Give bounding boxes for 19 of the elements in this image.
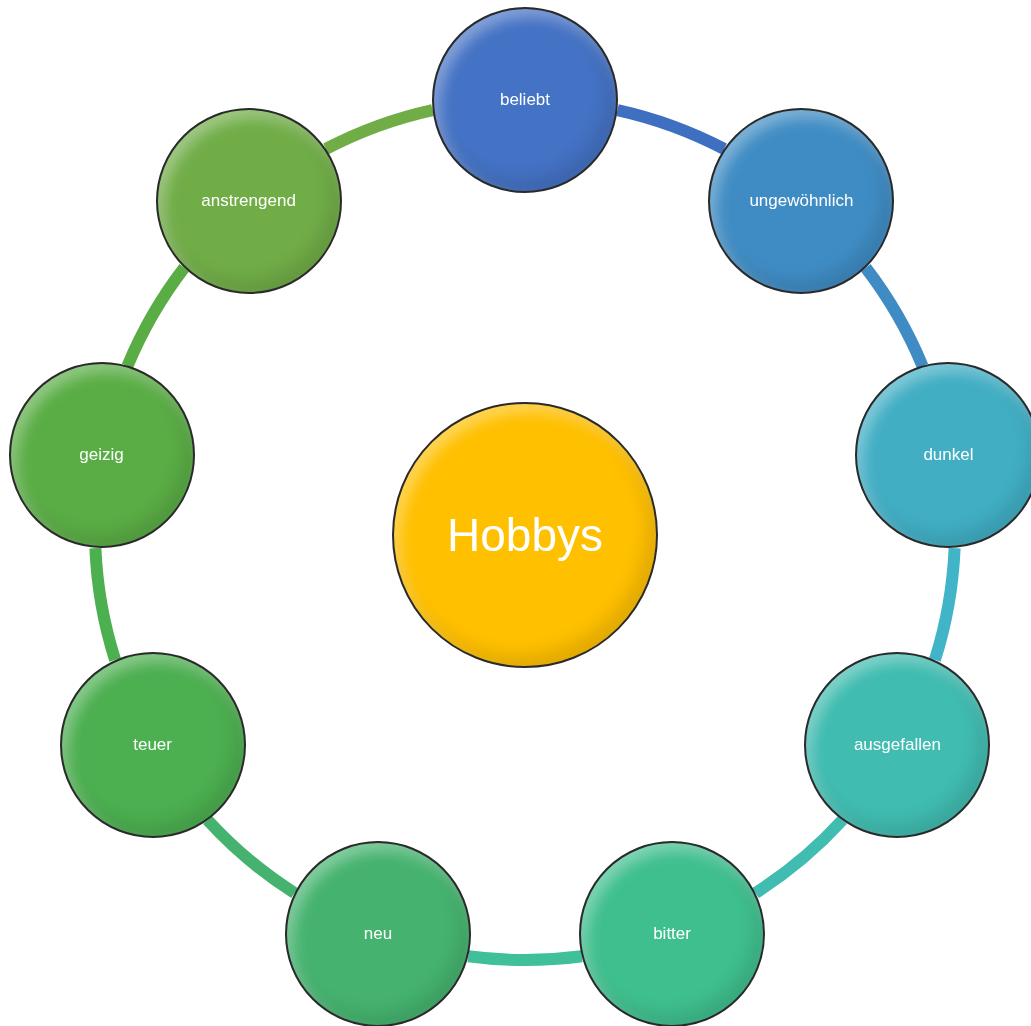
node-label: teuer xyxy=(133,735,172,755)
connector-arc xyxy=(89,547,121,662)
connector-arc xyxy=(860,264,928,369)
node-label: Hobbys xyxy=(447,508,603,562)
node-label: bitter xyxy=(653,924,691,945)
connector-arc xyxy=(122,264,190,369)
connector-arc xyxy=(929,547,961,662)
connector-arc xyxy=(467,950,583,966)
node-label: ungewöhnlich xyxy=(749,190,854,211)
node-label: anstrengend xyxy=(201,190,296,211)
node-label: beliebt xyxy=(499,90,551,110)
connector-arc xyxy=(203,815,298,898)
node-label: dunkel xyxy=(923,445,974,466)
node-label: ausgefallen xyxy=(853,735,941,755)
node-label: neu xyxy=(363,924,393,945)
node-label: geizig xyxy=(79,445,124,466)
connector-arc xyxy=(615,104,727,155)
connector-arc xyxy=(752,815,847,898)
connector-arc xyxy=(323,104,435,155)
